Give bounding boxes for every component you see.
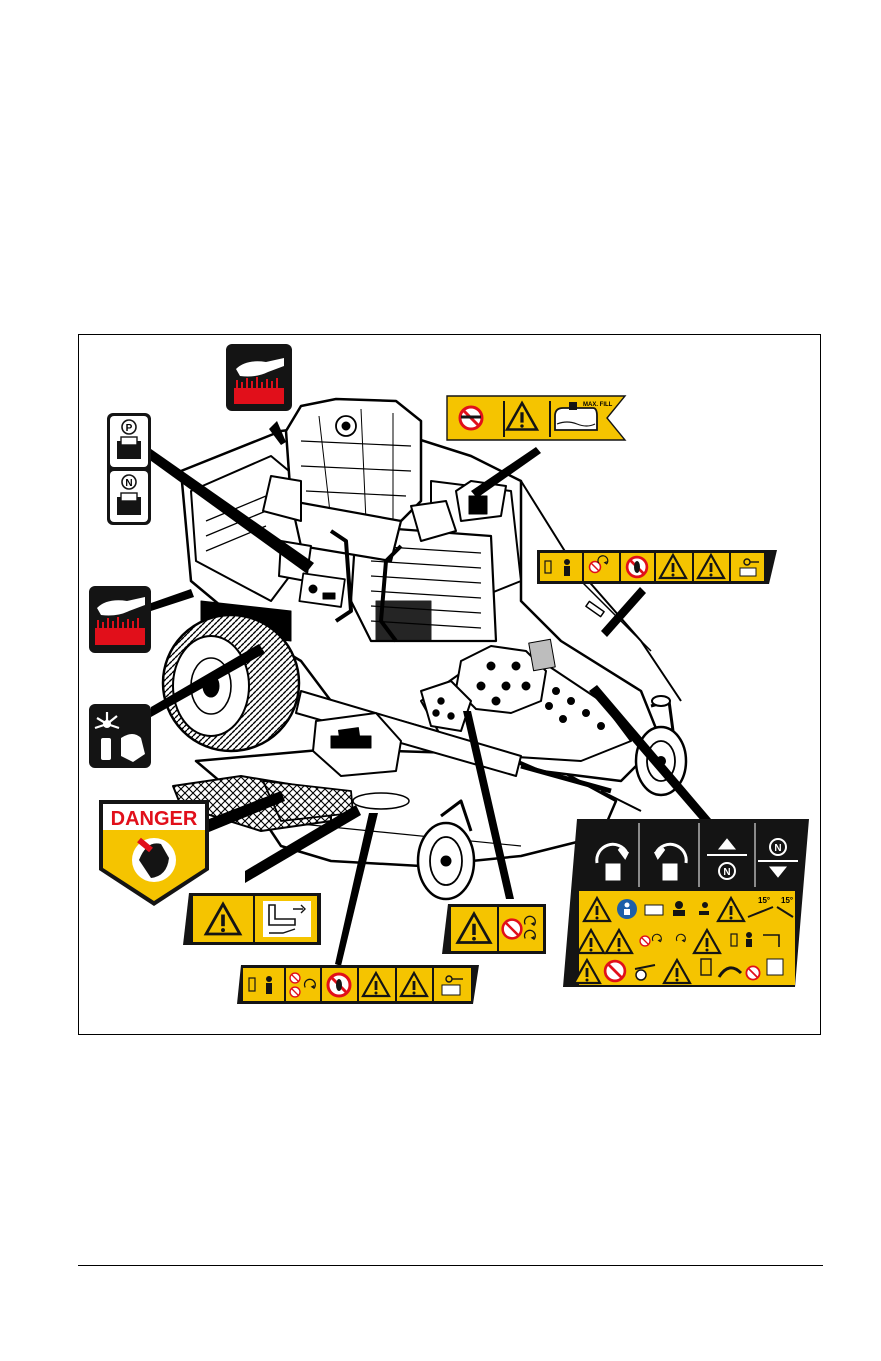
tire-explosion-decal	[89, 704, 151, 768]
foot-crush-decal	[183, 893, 321, 945]
park-label: P	[126, 423, 133, 434]
thrown-objects-decal	[442, 904, 546, 954]
max-fill-label: MAX. FILL	[583, 402, 613, 408]
operation-safety-decal: N N 15° 15°	[563, 819, 809, 987]
park-neutral-decal: P N	[107, 413, 151, 525]
fuel-decal: MAX. FILL	[447, 396, 625, 440]
neutral-label: N	[125, 478, 132, 489]
footer-rule	[78, 1265, 823, 1266]
slope-right-label: 15°	[781, 896, 793, 905]
controls-n-label-b: N	[774, 843, 781, 854]
controls-n-label-a: N	[723, 867, 730, 878]
hot-surface-decal-top	[226, 344, 292, 411]
right-hazard-strip-decal	[537, 550, 777, 584]
hot-surface-decal-side	[89, 586, 151, 653]
bottom-hazard-strip-decal	[237, 965, 479, 1004]
slope-left-label: 15°	[758, 896, 770, 905]
rear-tire	[163, 615, 299, 751]
danger-heading: DANGER	[111, 808, 198, 830]
decal-locations-figure: ≡≡≡≡≡	[78, 334, 821, 1035]
danger-decal: DANGER	[99, 800, 209, 906]
